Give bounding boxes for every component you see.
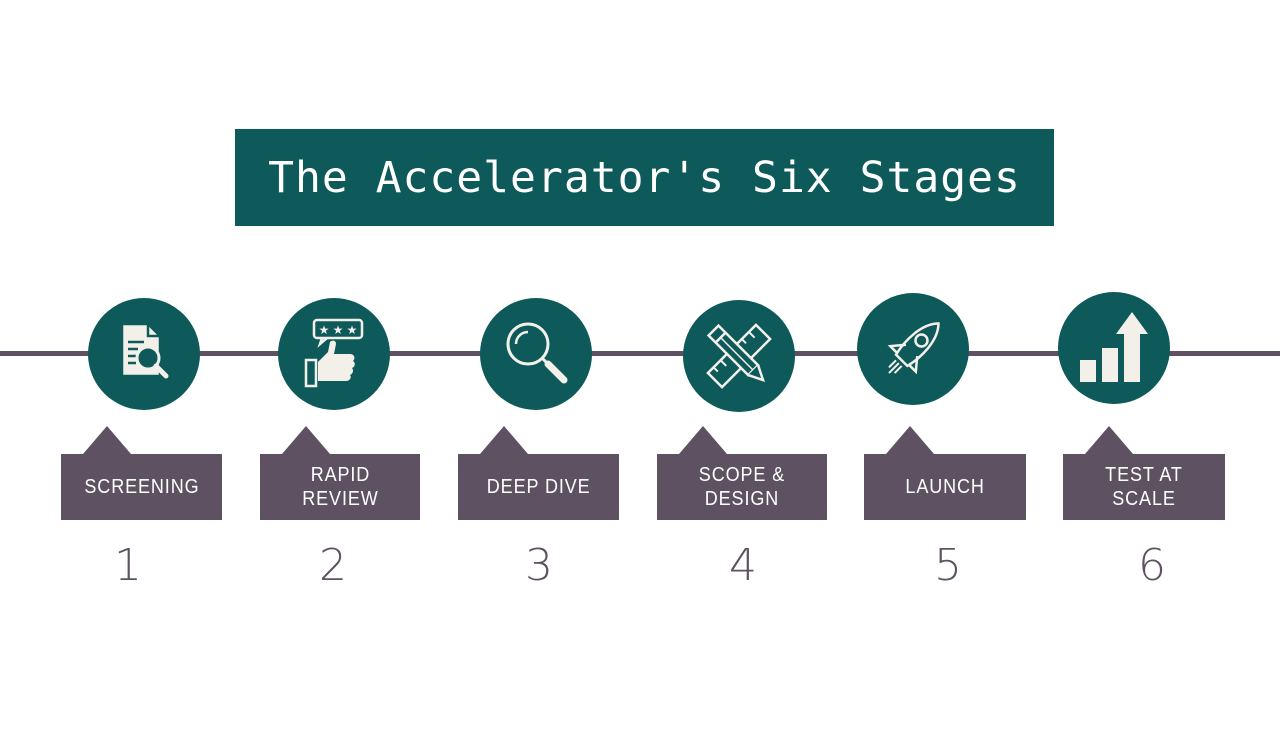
magnifying-glass-icon (506, 322, 568, 384)
stage-4-label: SCOPE & DESIGN (657, 426, 827, 520)
svg-text:★: ★ (333, 323, 344, 337)
stage-2-circle: ★ ★ ★ (278, 298, 390, 410)
stage-3-label: DEEP DIVE (458, 426, 619, 520)
page-title: The Accelerator's Six Stages (268, 152, 1021, 203)
stage-6-number: 6 (1138, 540, 1166, 591)
svg-text:★: ★ (319, 323, 330, 337)
stage-6-circle (1058, 292, 1170, 404)
stage-6-label: TEST AT SCALE (1063, 426, 1225, 520)
title-banner: The Accelerator's Six Stages (235, 129, 1054, 226)
stage-2-number: 2 (319, 540, 347, 591)
pencil-ruler-icon (706, 323, 772, 389)
stage-5-circle (857, 293, 969, 405)
rocket-icon (887, 322, 940, 375)
timeline-line (0, 351, 1280, 356)
growth-chart-icon (1080, 312, 1148, 382)
stage-1-label: SCREENING (61, 426, 222, 520)
stage-4-number: 4 (729, 540, 757, 591)
thumbs-up-stars-icon: ★ ★ ★ (304, 318, 364, 388)
stage-4-circle (683, 300, 795, 412)
stage-1-circle (88, 298, 200, 410)
svg-text:★: ★ (347, 323, 358, 337)
stage-5-label: LAUNCH (864, 426, 1026, 520)
stage-5-number: 5 (934, 540, 962, 591)
stage-2-label: RAPID REVIEW (260, 426, 420, 520)
stage-1-number: 1 (114, 540, 142, 591)
stage-3-circle (480, 298, 592, 410)
document-search-icon (120, 322, 169, 379)
stage-3-number: 3 (525, 540, 553, 591)
